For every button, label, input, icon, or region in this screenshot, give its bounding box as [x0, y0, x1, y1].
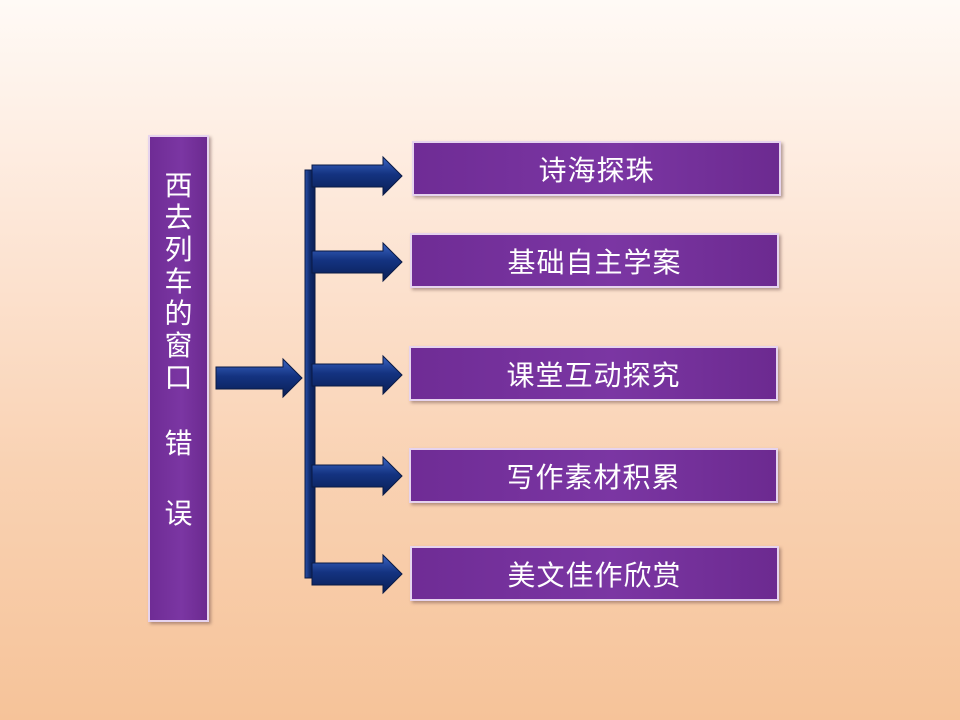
- menu-item-poetry[interactable]: 诗海探珠: [412, 141, 781, 196]
- branch-arrow-3: [311, 354, 403, 396]
- title-char: 去: [164, 201, 193, 234]
- menu-item-basic-study[interactable]: 基础自主学案: [410, 233, 779, 288]
- lesson-title-box[interactable]: 西 去 列 车 的 窗 口 错 误: [148, 135, 209, 622]
- title-char: 错: [164, 427, 193, 460]
- title-char: 误: [164, 497, 193, 530]
- title-char: 西: [164, 169, 193, 202]
- branch-arrow-4: [311, 455, 403, 497]
- title-char: 的: [164, 297, 193, 330]
- menu-item-writing-materials[interactable]: 写作素材积累: [409, 448, 778, 503]
- title-char: 窗: [164, 329, 193, 362]
- branch-arrow-1: [311, 155, 403, 197]
- trunk-bar: [304, 169, 316, 579]
- title-char: 口: [164, 361, 193, 394]
- main-arrow: [215, 357, 303, 399]
- menu-item-essay-appreciation[interactable]: 美文佳作欣赏: [410, 546, 779, 601]
- menu-item-class-inquiry[interactable]: 课堂互动探究: [409, 346, 778, 401]
- title-char: 车: [164, 265, 193, 298]
- branch-arrow-2: [311, 241, 403, 283]
- title-char: 列: [164, 233, 193, 266]
- branch-arrow-5: [311, 553, 403, 595]
